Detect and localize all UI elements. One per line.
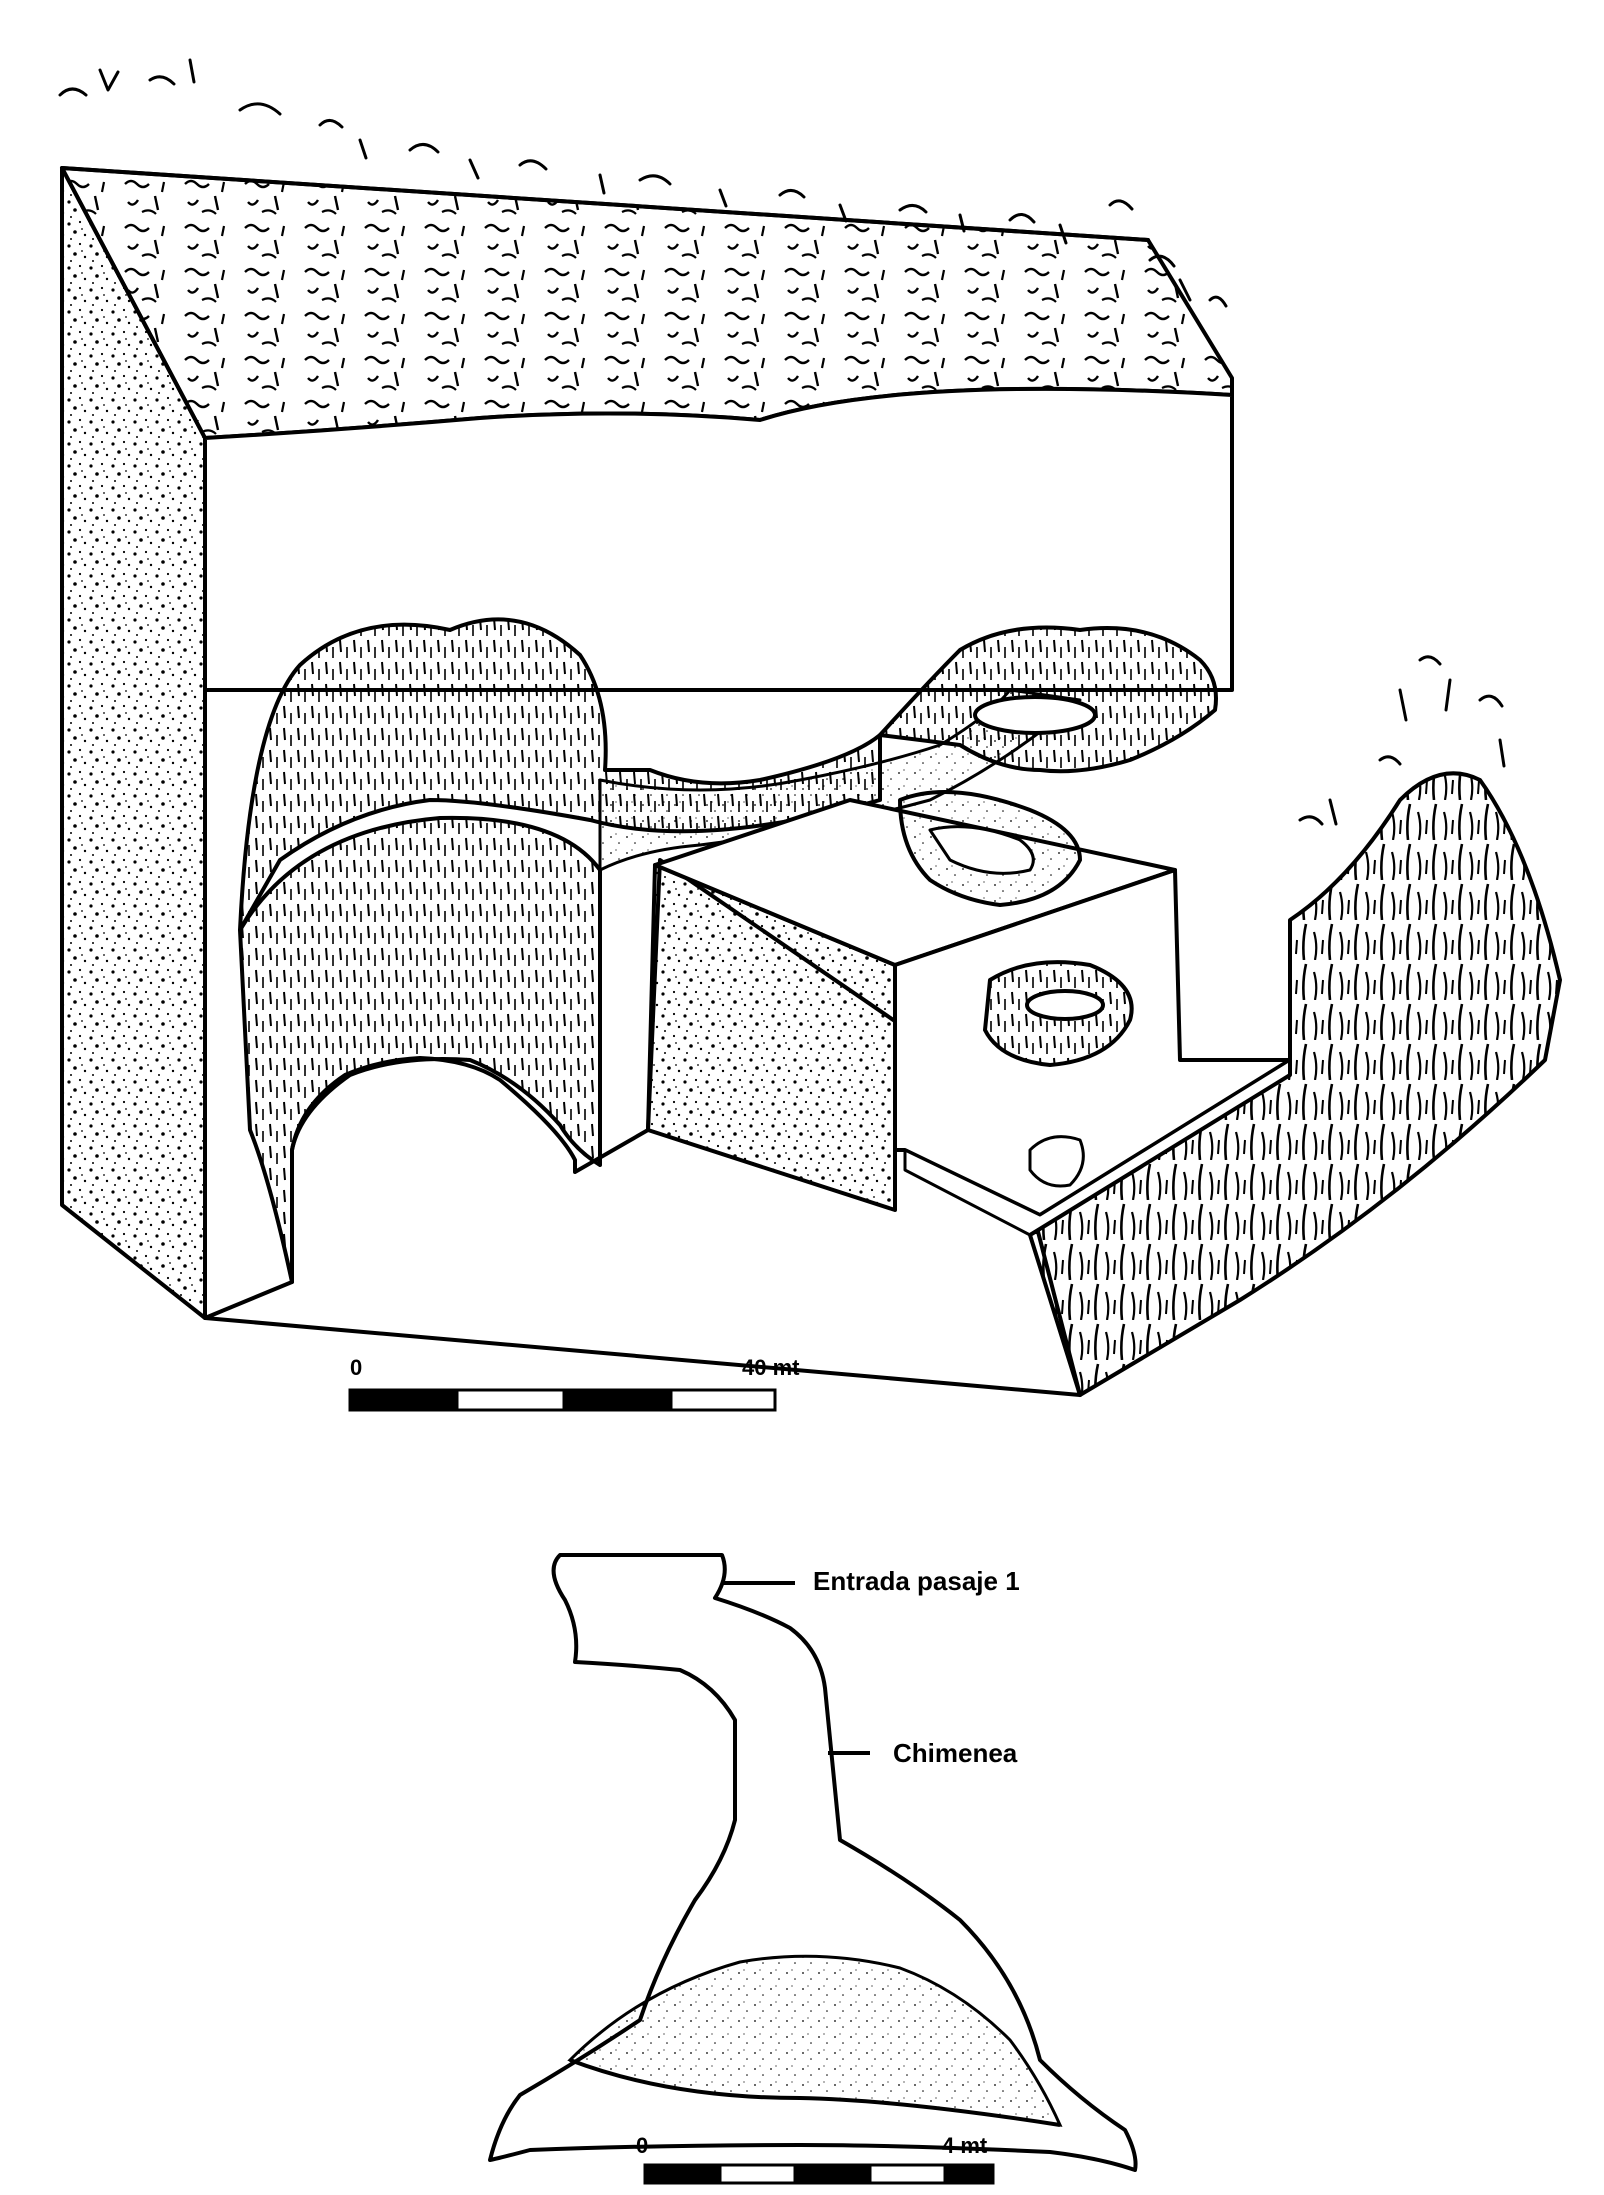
block-right-face (1028, 771, 1562, 1397)
vegetation-top (58, 58, 1228, 308)
section-scale-start-label: 0 (636, 2133, 649, 2158)
right-mound-opening (973, 695, 1097, 735)
chimney-label: Chimenea (893, 1738, 1018, 1768)
section-scale-end-label: 4 mt (942, 2133, 988, 2158)
left-dome (238, 617, 882, 932)
block-back-face (203, 386, 1234, 692)
left-arch (238, 815, 602, 1284)
section-scale-bar (643, 2163, 995, 2185)
block-diagram (58, 58, 1562, 1397)
vegetation-right (1298, 655, 1506, 826)
cave-section (488, 1553, 1138, 2185)
block-scale-end-label: 40 mt (742, 1355, 800, 1380)
block-scale-start-label: 0 (350, 1355, 363, 1380)
block-scale-bar (348, 1388, 777, 1412)
lower-formation (1028, 1135, 1085, 1188)
entrance-label: Entrada pasaje 1 (813, 1566, 1020, 1596)
